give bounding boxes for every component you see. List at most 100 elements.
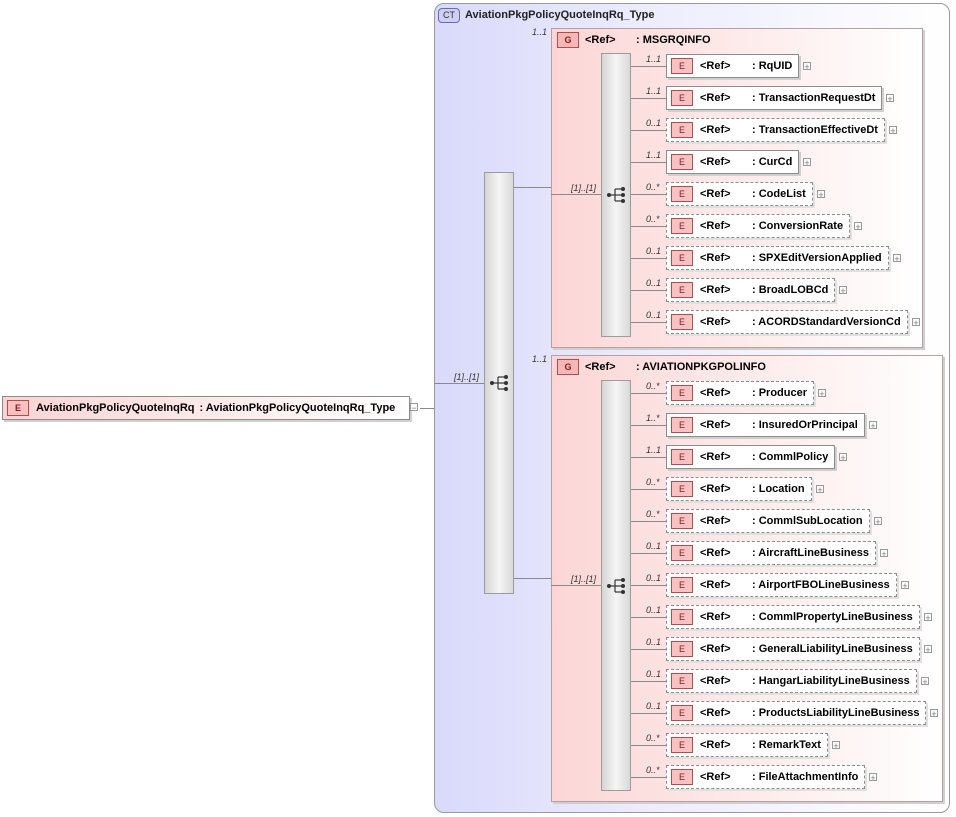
connector-line (551, 194, 601, 195)
connector-line (631, 681, 666, 682)
element-cardinality: 1..1 (646, 86, 662, 96)
group-title: G <Ref> : MSGRQINFO (557, 32, 711, 48)
element-name: : TransactionRequestDt (752, 92, 876, 104)
expand-icon[interactable]: + (912, 318, 920, 328)
connector-line (631, 130, 666, 131)
element-ref-row[interactable]: E<Ref>: CurCd (666, 150, 800, 174)
connector-line (631, 322, 666, 323)
complex-type-name: AviationPkgPolicyQuoteInqRq_Type (465, 9, 655, 21)
element-badge: E (7, 400, 29, 416)
element-ref-row[interactable]: E<Ref>: ConversionRate (666, 214, 851, 238)
element-badge: E (671, 314, 693, 330)
collapse-icon[interactable]: − (410, 403, 418, 413)
expand-icon[interactable]: + (818, 389, 826, 399)
element-ref-row[interactable]: E<Ref>: AircraftLineBusiness (666, 541, 876, 565)
element-ref-row[interactable]: E<Ref>: SPXEditVersionApplied (666, 246, 889, 270)
sequence-cardinality: [1]..[1] (571, 183, 597, 193)
element-ref-row[interactable]: E<Ref>: GeneralLiabilityLineBusiness (666, 637, 920, 661)
element-cardinality: 0..* (646, 477, 660, 487)
expand-icon[interactable]: + (921, 677, 929, 687)
sequence-cardinality: [1]..[1] (571, 574, 597, 584)
expand-icon[interactable]: + (924, 613, 932, 623)
connector-line (631, 393, 666, 394)
expand-icon[interactable]: + (893, 254, 901, 264)
root-element-name: AviationPkgPolicyQuoteInqRq (36, 402, 195, 414)
element-badge: E (671, 154, 693, 170)
element-cardinality: 0..* (646, 214, 660, 224)
element-ref-row[interactable]: E<Ref>: ProductsLiabilityLineBusiness (666, 701, 927, 725)
root-element[interactable]: E AviationPkgPolicyQuoteInqRq : Aviation… (2, 396, 410, 420)
expand-icon[interactable]: + (869, 421, 877, 431)
element-badge: E (671, 577, 693, 593)
expand-icon[interactable]: + (901, 581, 909, 591)
element-name: : CommlSubLocation (752, 515, 863, 527)
group-name: : MSGRQINFO (636, 34, 711, 46)
element-name: : RqUID (752, 60, 793, 72)
expand-icon[interactable]: + (803, 62, 811, 72)
element-ref-row[interactable]: E<Ref>: CommlPolicy (666, 445, 836, 469)
connector-line (631, 98, 666, 99)
element-badge: E (671, 385, 693, 401)
element-ref-row[interactable]: E<Ref>: AirportFBOLineBusiness (666, 573, 897, 597)
element-badge: E (671, 545, 693, 561)
element-ref-row[interactable]: E<Ref>: CommlPropertyLineBusiness (666, 605, 920, 629)
expand-icon[interactable]: + (839, 286, 847, 296)
group-title: G <Ref> : AVIATIONPKGPOLINFO (557, 359, 766, 375)
expand-icon[interactable]: + (854, 222, 862, 232)
connector-line (631, 226, 666, 227)
element-cardinality: 0..* (646, 381, 660, 391)
element-ref: <Ref> (700, 188, 731, 200)
connector-line (514, 187, 551, 188)
element-ref-row[interactable]: E<Ref>: TransactionEffectiveDt (666, 118, 885, 142)
expand-icon[interactable]: + (924, 645, 932, 655)
element-ref-row[interactable]: E<Ref>: ACORDStandardVersionCd (666, 310, 908, 334)
element-badge: E (671, 122, 693, 138)
element-ref-row[interactable]: E<Ref>: HangarLiabilityLineBusiness (666, 669, 917, 693)
connector-line (631, 617, 666, 618)
element-ref-row[interactable]: E<Ref>: RemarkText (666, 733, 828, 757)
expand-icon[interactable]: + (816, 485, 824, 495)
expand-icon[interactable]: + (874, 517, 882, 527)
expand-icon[interactable]: + (880, 549, 888, 559)
element-badge: E (671, 769, 693, 785)
element-ref: <Ref> (700, 611, 731, 623)
expand-icon[interactable]: + (832, 741, 840, 751)
expand-icon[interactable]: + (886, 94, 894, 104)
element-ref-row[interactable]: E<Ref>: RqUID (666, 54, 800, 78)
expand-icon[interactable]: + (839, 453, 847, 463)
element-ref: <Ref> (700, 387, 731, 399)
element-ref-row[interactable]: E<Ref>: BroadLOBCd (666, 278, 836, 302)
element-ref-row[interactable]: E<Ref>: Location (666, 477, 812, 501)
element-ref: <Ref> (700, 60, 731, 72)
element-name: : SPXEditVersionApplied (752, 252, 882, 264)
element-name: : CommlPolicy (752, 451, 829, 463)
sequence-icon (489, 374, 511, 392)
connector-line (551, 585, 601, 586)
element-ref: <Ref> (700, 252, 731, 264)
element-cardinality: 0..1 (646, 637, 662, 647)
element-name: : CommlPropertyLineBusiness (752, 611, 913, 623)
group-ref: <Ref> (585, 361, 616, 373)
group-ref: <Ref> (585, 34, 616, 46)
element-ref-row[interactable]: E<Ref>: CodeList (666, 182, 813, 206)
element-ref-row[interactable]: E<Ref>: Producer (666, 381, 815, 405)
element-cardinality: 0..1 (646, 118, 662, 128)
element-ref-row[interactable]: E<Ref>: FileAttachmentInfo (666, 765, 866, 789)
expand-icon[interactable]: + (803, 158, 811, 168)
element-cardinality: 0..1 (646, 669, 662, 679)
element-ref: <Ref> (700, 316, 731, 328)
element-name: : ProductsLiabilityLineBusiness (752, 707, 920, 719)
connector-line (434, 383, 484, 384)
expand-icon[interactable]: + (889, 126, 897, 136)
element-ref-row[interactable]: E<Ref>: InsuredOrPrincipal (666, 413, 865, 437)
group-badge: G (557, 32, 579, 48)
element-name: : InsuredOrPrincipal (752, 419, 858, 431)
element-name: : GeneralLiabilityLineBusiness (752, 643, 913, 655)
expand-icon[interactable]: + (817, 190, 825, 200)
element-name: : HangarLiabilityLineBusiness (752, 675, 910, 687)
element-name: : RemarkText (752, 739, 821, 751)
element-ref-row[interactable]: E<Ref>: CommlSubLocation (666, 509, 870, 533)
expand-icon[interactable]: + (930, 709, 938, 719)
element-ref-row[interactable]: E<Ref>: TransactionRequestDt (666, 86, 883, 110)
expand-icon[interactable]: + (869, 773, 877, 783)
